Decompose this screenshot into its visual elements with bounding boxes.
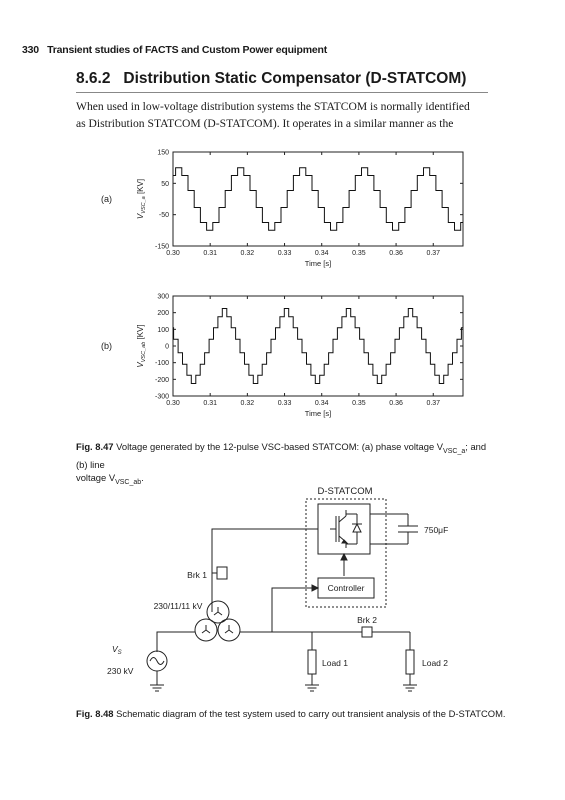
brk2-breaker <box>361 626 373 638</box>
x-tick-label: 0.30 <box>166 250 180 257</box>
x-tick-label: 0.35 <box>352 400 366 407</box>
dstatcom-label: D-STATCOM <box>317 486 372 497</box>
y-axis-label: VVSC_a [KV] <box>136 179 147 219</box>
source-feeder-line <box>156 631 195 652</box>
brk1-breaker <box>216 566 228 580</box>
x-tick-label: 0.31 <box>203 250 217 257</box>
x-tick-label: 0.35 <box>352 250 366 257</box>
figure-8-48-caption: Fig. 8.48 Schematic diagram of the test … <box>76 707 506 720</box>
y-tick-label: -100 <box>155 360 169 367</box>
x-tick-label: 0.36 <box>389 250 403 257</box>
x-axis-label: Time [s] <box>305 259 331 268</box>
y-tick-label: -200 <box>155 377 169 384</box>
ground-icon <box>305 684 319 692</box>
controller-label: Controller <box>328 583 365 593</box>
y-tick-label: 100 <box>157 327 169 334</box>
sine-icon <box>149 657 165 665</box>
dstatcom-enclosure <box>305 498 387 608</box>
caption-sub-a: VSC_a <box>443 447 466 455</box>
x-tick-label: 0.32 <box>241 400 255 407</box>
transformer-icon <box>194 600 241 642</box>
y-tick-label: -300 <box>155 394 169 401</box>
brk2-label: Brk 2 <box>357 615 377 625</box>
x-tick-label: 0.33 <box>278 250 292 257</box>
y-tick-label: 150 <box>157 150 169 157</box>
figure-8-47-plots: 0.30 0.31 0.32 0.33 0.34 0.35 0.36 0.37 150 50 -50… <box>101 150 464 418</box>
body-paragraph: When used in low-voltage distribution sy… <box>76 98 490 132</box>
figure-8-47-label: Fig. 8.47 <box>76 441 114 452</box>
load2-label: Load 2 <box>422 658 448 668</box>
load1-box <box>307 649 317 675</box>
capacitor-label: 750μF <box>424 525 448 535</box>
x-axis-label: Time [s] <box>305 409 331 418</box>
y-tick-label: -50 <box>159 212 169 219</box>
controller-arrow-right <box>311 584 320 592</box>
figure-8-48-label: Fig. 8.48 <box>76 708 114 719</box>
x-tick-label: 0.37 <box>426 400 440 407</box>
figure-8-47-caption: Fig. 8.47 Voltage generated by the 12-pu… <box>76 440 496 489</box>
transformer-label: 230/11/11 kV <box>154 601 203 611</box>
y-tick-label: 0 <box>165 344 169 351</box>
panel-label: (b) <box>101 341 112 351</box>
section-title: Distribution Static Compensator (D-STATC… <box>123 70 467 87</box>
body-line: When used in low-voltage distribution sy… <box>76 100 470 113</box>
plot-frame <box>172 295 464 397</box>
chart-line-voltage: 0.30 0.31 0.32 0.33 0.34 0.35 0.36 0.37 300 200 10… <box>101 294 464 418</box>
y-tick-label: 300 <box>157 294 169 301</box>
source-label: VS <box>112 644 122 656</box>
controller-feedback-line <box>271 587 314 632</box>
vsc-converter-box <box>317 503 371 555</box>
running-title: Transient studies of FACTS and Custom Po… <box>47 44 328 56</box>
section-heading: 8.6.2 Distribution Static Compensator (D… <box>76 70 466 88</box>
dstatcom-feeder-line <box>211 528 318 612</box>
x-tick-label: 0.34 <box>315 250 329 257</box>
x-tick-label: 0.30 <box>166 400 180 407</box>
x-tick-label: 0.36 <box>389 400 403 407</box>
panel-label: (a) <box>101 194 112 204</box>
page-number: 330 <box>22 44 39 56</box>
y-axis-label: VVSC_ab [KV] <box>136 324 147 367</box>
caption-mid: ; and (b) line <box>76 441 487 470</box>
ground-icon <box>403 684 417 692</box>
plot-frame <box>172 151 464 247</box>
chart-phase-voltage: 0.30 0.31 0.32 0.33 0.34 0.35 0.36 0.37 150 50 -50… <box>101 150 464 268</box>
y-tick-label: -150 <box>155 244 169 251</box>
load1-label: Load 1 <box>322 658 348 668</box>
source-voltage-label: 230 kV <box>107 666 134 676</box>
x-tick-label: 0.32 <box>241 250 255 257</box>
body-line: as Distribution STATCOM (D-STATCOM). It … <box>76 117 454 130</box>
waveform-line <box>173 167 463 231</box>
caption-text-1: Voltage generated by the 12-pulse VSC-ba… <box>116 441 444 452</box>
caption-end: . <box>141 471 144 483</box>
section-number: 8.6.2 <box>76 70 111 87</box>
controller-arrow-up <box>340 552 348 561</box>
caption-text-2: voltage V <box>76 471 116 483</box>
figure-8-48-text: Schematic diagram of the test system use… <box>116 708 506 719</box>
igbt-diode-icon <box>330 510 362 548</box>
section-rule <box>76 92 488 93</box>
caption-sub-b: VSC_ab <box>115 478 142 486</box>
load2-box <box>405 649 415 675</box>
y-tick-label: 200 <box>157 310 169 317</box>
waveform-line <box>173 308 463 384</box>
y-tick-label: 50 <box>161 181 169 188</box>
running-head: 330 Transient studies of FACTS and Custo… <box>22 44 327 56</box>
capacitor-icon <box>370 513 418 545</box>
x-tick-label: 0.33 <box>278 400 292 407</box>
brk1-label: Brk 1 <box>187 570 207 580</box>
ground-icon <box>150 684 164 692</box>
x-tick-label: 0.37 <box>426 250 440 257</box>
x-tick-label: 0.31 <box>203 400 217 407</box>
figure-8-48-schematic: D-STATCOM 750μF Controller Brk 1 <box>107 486 448 692</box>
x-tick-label: 0.34 <box>315 400 329 407</box>
